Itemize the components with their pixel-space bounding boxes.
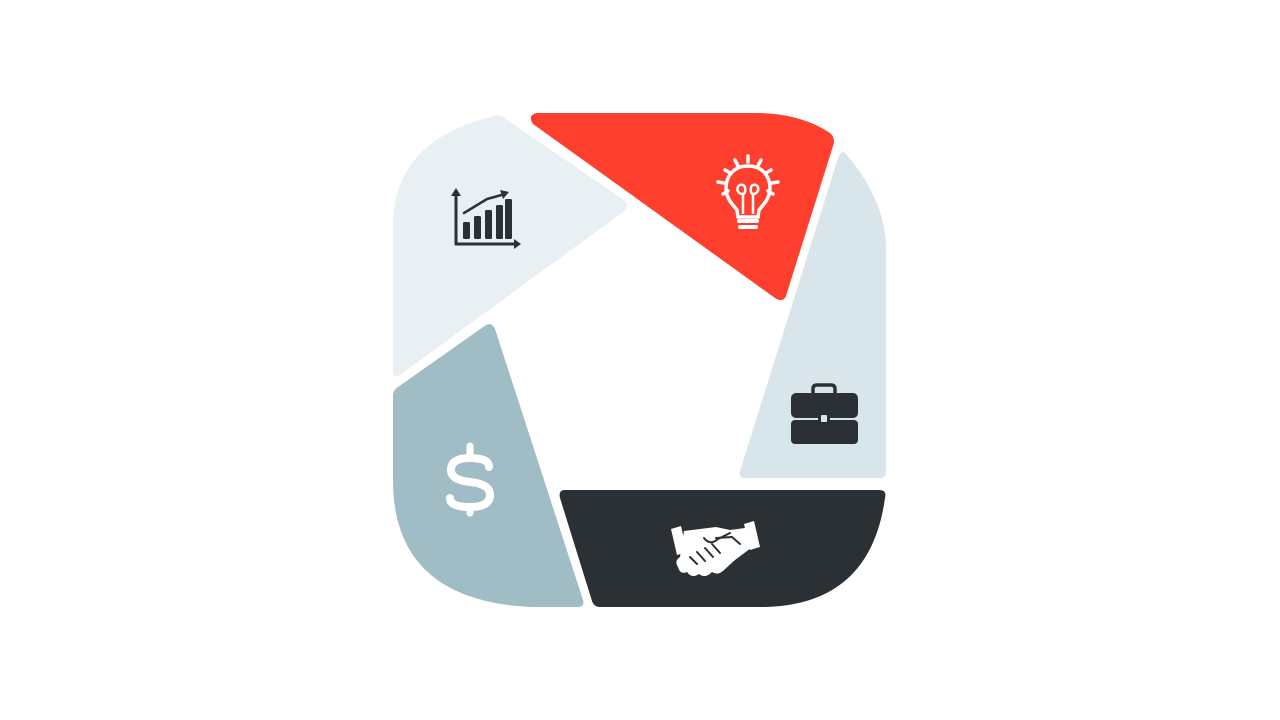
segment-finance [393, 324, 584, 607]
dollar-sign-icon [446, 442, 495, 517]
segment-business [739, 152, 886, 478]
segment-idea-shape [530, 113, 834, 301]
briefcase-icon [791, 383, 858, 444]
bar-chart-growth-icon [451, 188, 521, 249]
lightbulb-icon [716, 154, 780, 229]
segment-growth-shape [393, 115, 627, 377]
segment-idea [530, 113, 834, 301]
segment-deal [559, 490, 886, 607]
handshake-icon [671, 521, 760, 577]
segment-growth [393, 115, 627, 377]
